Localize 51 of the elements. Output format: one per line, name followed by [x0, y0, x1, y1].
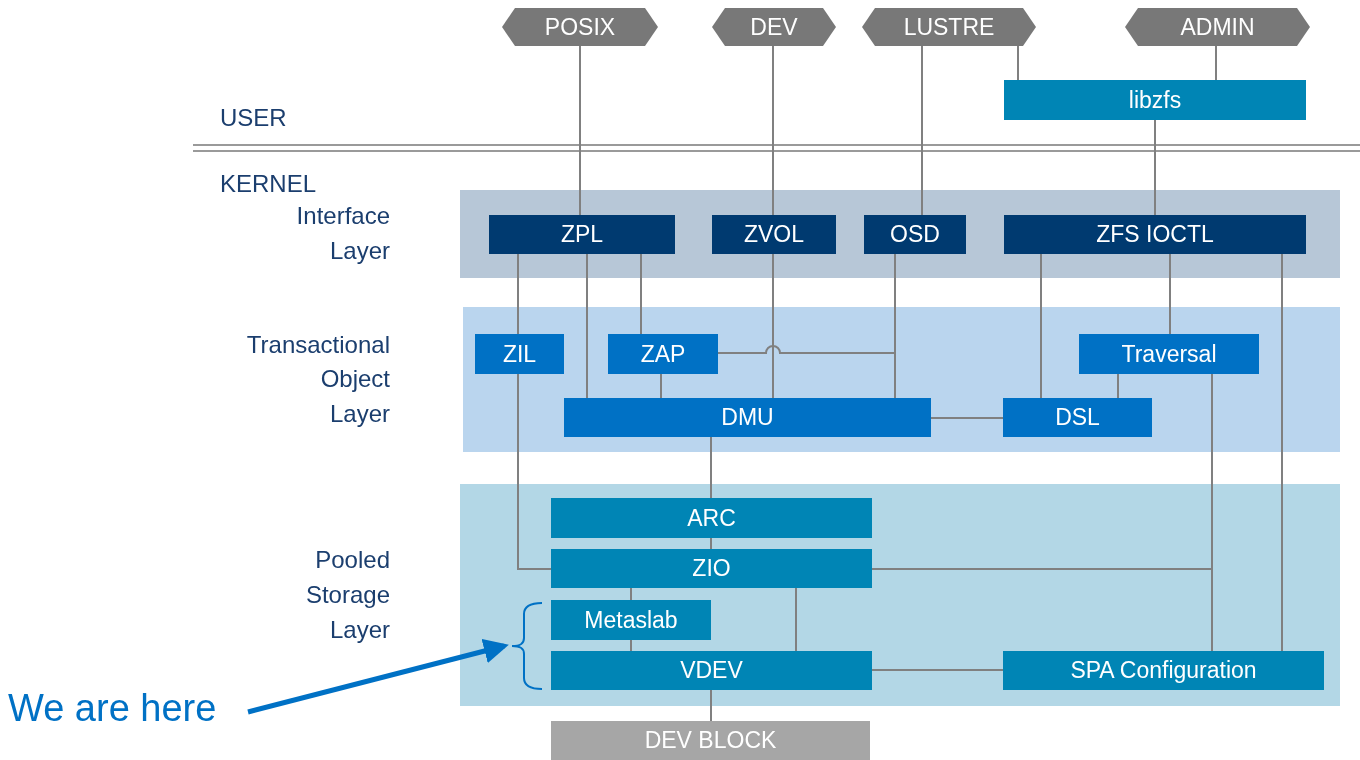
connector-line	[1215, 45, 1217, 81]
connector-line	[1017, 45, 1019, 81]
module-box: Metaslab	[551, 600, 711, 640]
interface-hexagon: POSIX	[502, 8, 658, 46]
callout-text: We are here	[8, 686, 248, 730]
interface-hexagon: ADMIN	[1125, 8, 1310, 46]
module-box: ZFS IOCTL	[1004, 215, 1306, 254]
connector-line	[579, 45, 581, 216]
module-box: SPA Configuration	[1003, 651, 1324, 690]
connector-line	[1040, 253, 1042, 399]
connector-line	[660, 373, 662, 399]
connector-line	[710, 689, 712, 722]
section-label: USER	[220, 103, 287, 133]
device-box: DEV BLOCK	[551, 721, 870, 760]
connector-line	[772, 45, 774, 216]
connector-line	[517, 373, 552, 570]
module-box: ARC	[551, 498, 872, 538]
connector-line	[921, 45, 923, 216]
module-box: DMU	[564, 398, 931, 437]
connector-line	[630, 639, 632, 652]
layer-label: Pooled Storage Layer	[304, 544, 390, 645]
connector-line	[930, 417, 1004, 419]
connector-line	[517, 253, 519, 335]
interface-hexagon: DEV	[712, 8, 836, 46]
connector-line	[795, 587, 797, 652]
module-box: VDEV	[551, 651, 872, 690]
module-box: ZVOL	[712, 215, 836, 254]
module-box: ZIL	[475, 334, 564, 374]
module-box: DSL	[1003, 398, 1152, 437]
module-box: ZPL	[489, 215, 675, 254]
connector-line	[1154, 119, 1156, 216]
module-box: libzfs	[1004, 80, 1306, 120]
connector-line	[586, 253, 588, 399]
module-box: ZIO	[551, 549, 872, 588]
module-box: OSD	[864, 215, 966, 254]
connector-line	[1117, 373, 1119, 399]
module-box: ZAP	[608, 334, 718, 374]
layer-label: Interface Layer	[295, 201, 390, 266]
arrow	[247, 638, 509, 715]
interface-hexagon: LUSTRE	[862, 8, 1036, 46]
connector-line	[710, 436, 712, 499]
module-box: Traversal	[1079, 334, 1259, 374]
connector-line	[630, 587, 632, 601]
connector-line	[772, 253, 774, 399]
connector-line	[1281, 253, 1283, 652]
connector-line	[871, 669, 1004, 671]
section-label: KERNEL	[220, 169, 317, 199]
connector-line	[640, 253, 642, 335]
connector-line	[710, 537, 712, 550]
connector-line	[1169, 253, 1171, 335]
layer-label: Transactional Object Layer	[245, 329, 390, 429]
